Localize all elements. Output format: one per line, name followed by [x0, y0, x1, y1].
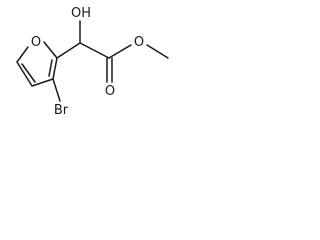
molecule-structure-diagram: O OH O O Br [16, 6, 169, 118]
bond-furan-c3-c2-double [48, 59, 53, 77]
bond-furan-o1-c5 [16, 46, 29, 63]
bond-furan-c3-c2 [52, 57, 58, 80]
bond-c3-br [52, 78, 61, 102]
bromine-label: Br [54, 103, 69, 118]
bond-furan-c2-o1 [43, 41, 58, 59]
ester-oxygen-label: O [134, 35, 144, 50]
furan-oxygen-label: O [31, 35, 41, 50]
carbonyl-oxygen-label: O [105, 84, 115, 99]
bond-c2-ca [56, 42, 81, 59]
bond-furan-c4-c3 [31, 78, 54, 87]
bond-ca-ccarbonyl [79, 42, 110, 59]
bond-furan-c5-c4-double [21, 63, 36, 83]
bond-oester-methyl [146, 44, 169, 59]
bond-ccarbonyl-oester [108, 44, 132, 59]
bond-furan-c5-c4 [16, 61, 33, 87]
hydroxyl-label: OH [71, 6, 91, 21]
